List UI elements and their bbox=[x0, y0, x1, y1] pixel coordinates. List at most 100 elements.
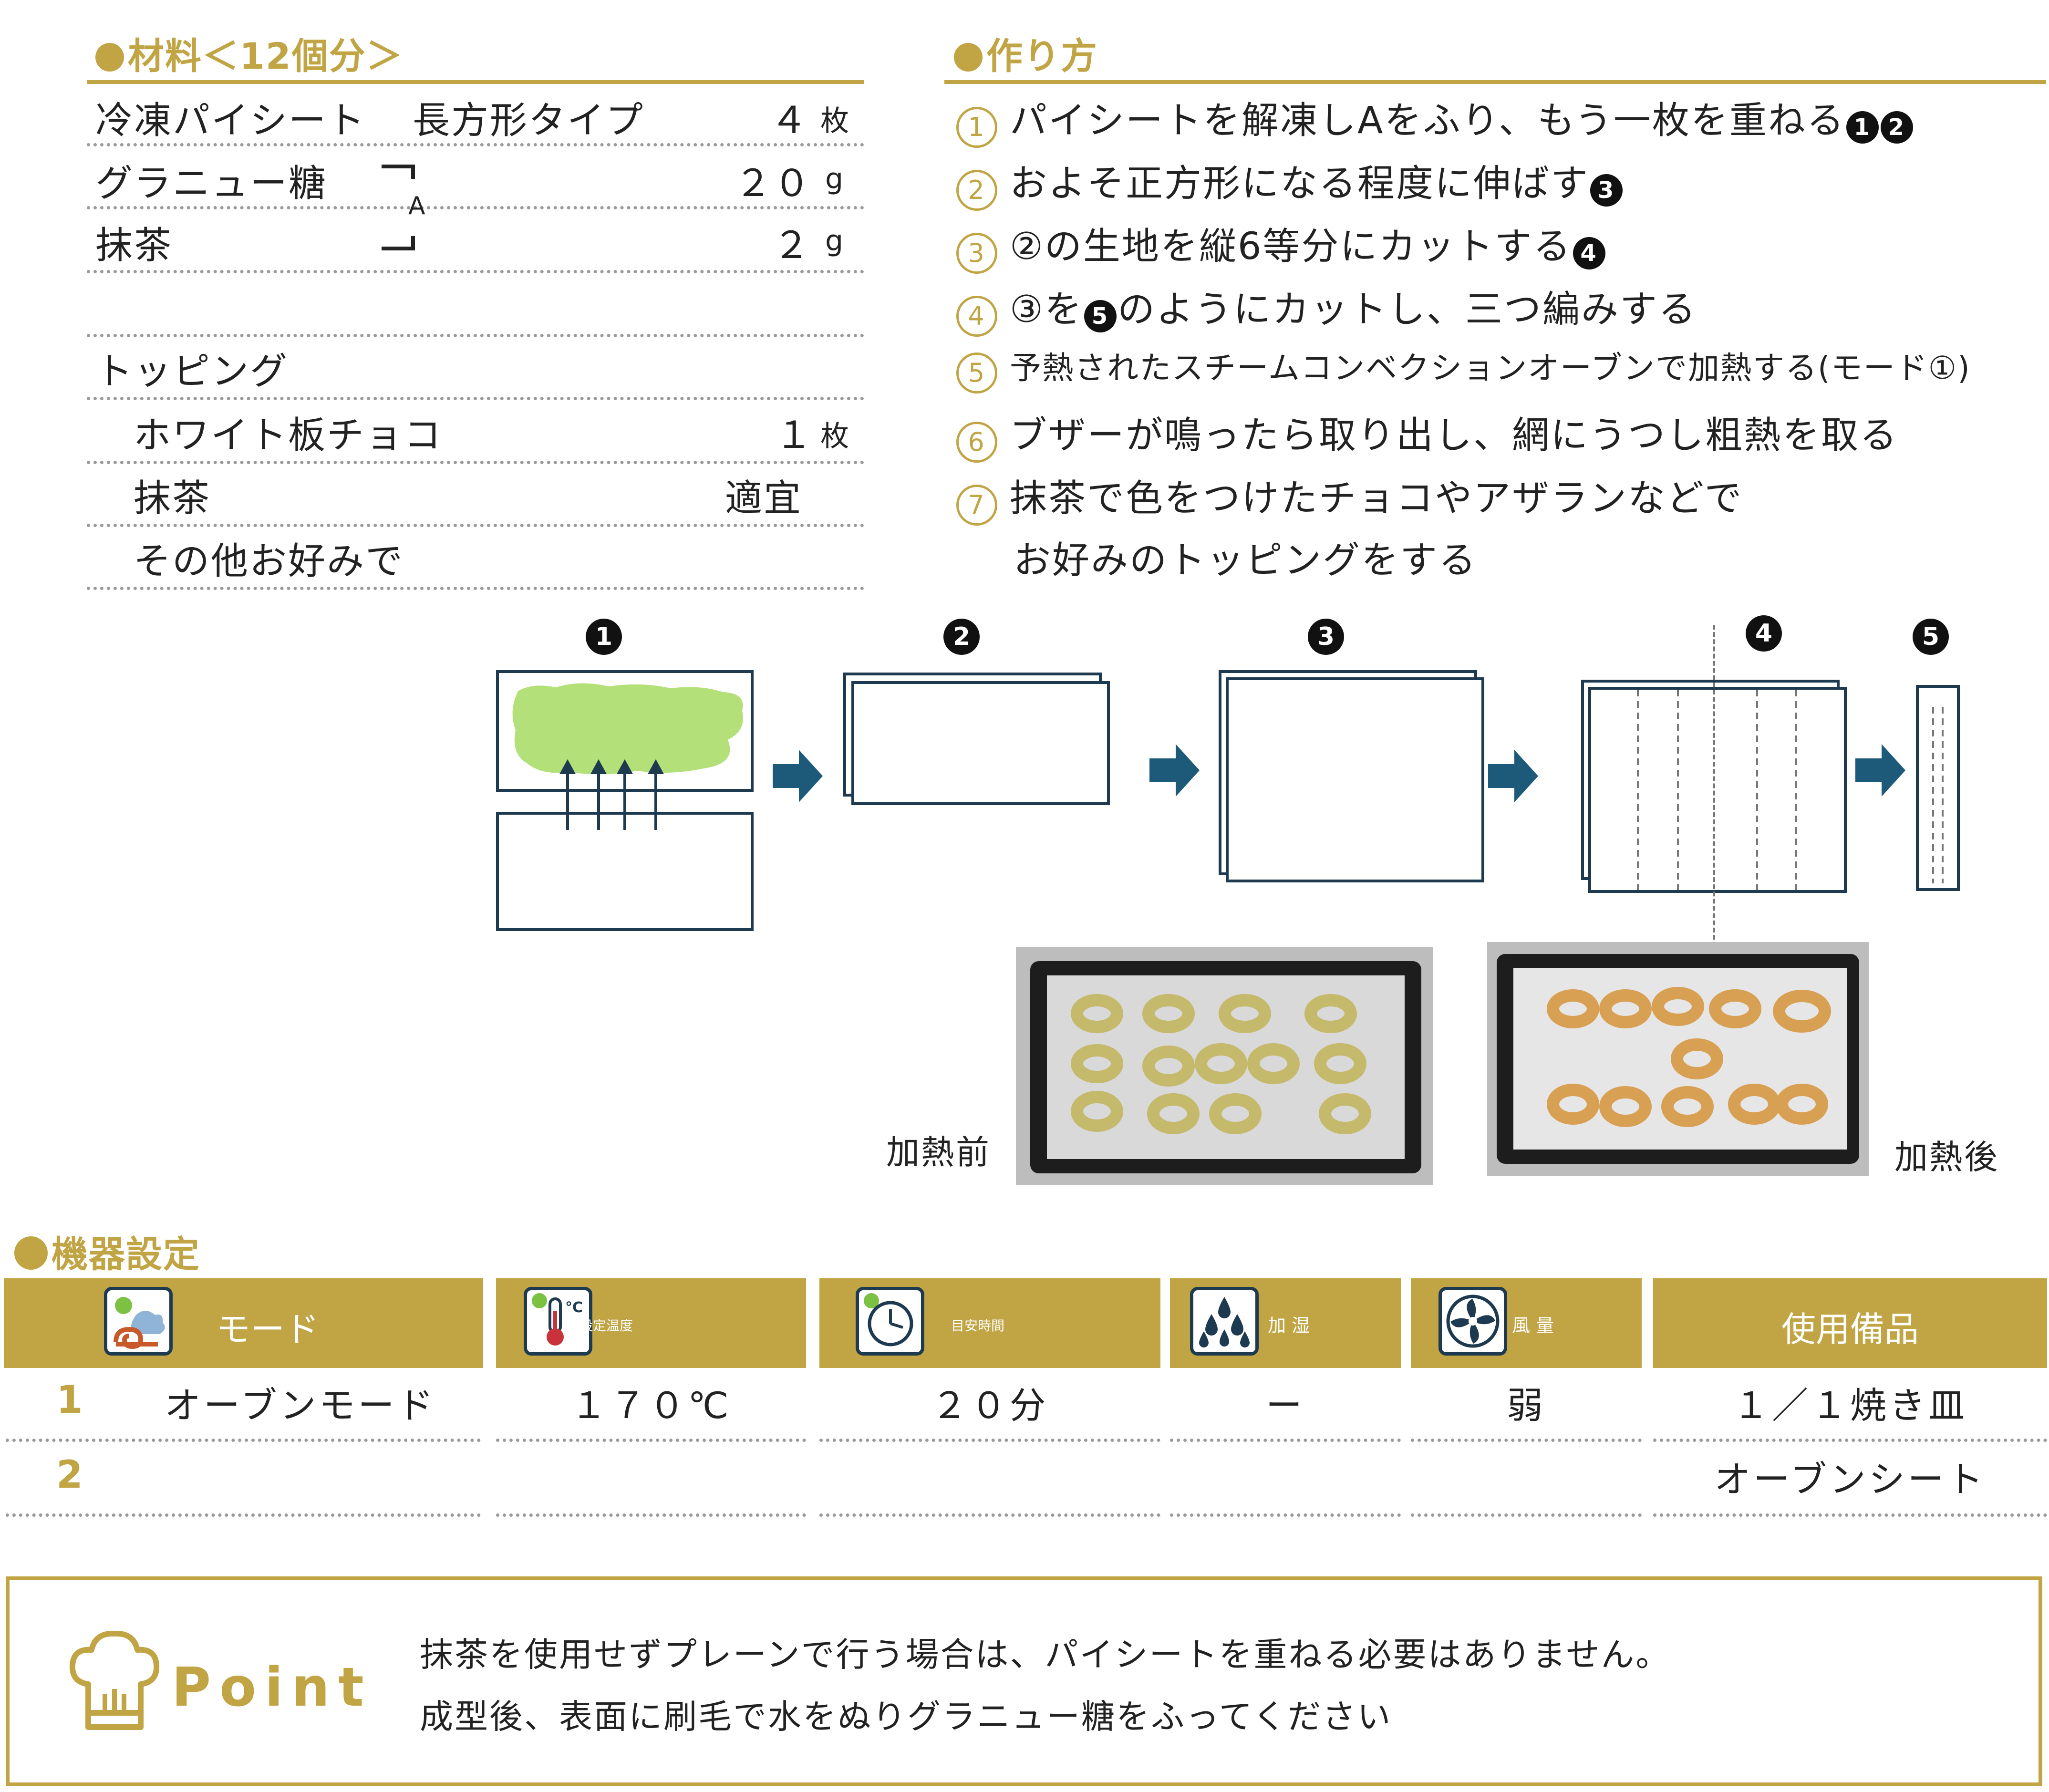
square-sheet-front bbox=[1226, 677, 1484, 882]
cut-sheet-front bbox=[1588, 687, 1847, 893]
row-divider bbox=[87, 206, 864, 209]
water-drops-icon bbox=[1190, 1287, 1259, 1356]
svg-text:°C: °C bbox=[565, 1299, 583, 1316]
header-time: 目安時間 bbox=[819, 1278, 1160, 1368]
header-fan: 風 量 bbox=[1411, 1278, 1642, 1368]
row-divider bbox=[1170, 1439, 1401, 1442]
row-divider bbox=[87, 270, 864, 273]
topping-qty: １ bbox=[775, 414, 814, 457]
row-divider bbox=[496, 1513, 806, 1517]
header-items: 使用備品 bbox=[1653, 1278, 2047, 1368]
method-step-7-cont: お好みのトッピングをする bbox=[1014, 539, 1478, 582]
bullet-dot-icon bbox=[95, 43, 124, 72]
header-mode-label: モード bbox=[216, 1309, 320, 1349]
thermometer-icon: °C bbox=[524, 1287, 592, 1356]
topping-unit: 枚 bbox=[820, 420, 850, 453]
row-divider bbox=[6, 1513, 481, 1517]
row-divider bbox=[87, 461, 864, 464]
ingredient-name: グラニュー糖 bbox=[95, 162, 328, 205]
ingredient-note: 長方形タイプ bbox=[413, 99, 645, 142]
next-arrow-icon bbox=[1855, 744, 1905, 797]
photo-before-baking bbox=[1016, 947, 1433, 1185]
ingredient-unit: g bbox=[825, 224, 845, 258]
row-divider bbox=[87, 143, 864, 146]
step-ref-badge: 4 bbox=[1573, 237, 1605, 269]
topping-name: 抹茶 bbox=[134, 477, 211, 520]
row-divider bbox=[819, 1439, 1160, 1442]
method-title-rule bbox=[944, 80, 2046, 84]
step-number: 4 bbox=[956, 296, 997, 337]
header-temp: °C 設定温度 bbox=[496, 1278, 806, 1368]
step-number: 5 bbox=[956, 352, 997, 394]
ingredients-title-rule bbox=[87, 80, 864, 84]
point-label: Point bbox=[172, 1657, 373, 1719]
photo-after-baking bbox=[1487, 942, 1869, 1176]
strip-panel bbox=[1916, 685, 1960, 891]
diagram-label-3: 3 bbox=[1308, 619, 1344, 655]
next-arrow-icon bbox=[773, 750, 823, 802]
step-number: 6 bbox=[956, 422, 997, 463]
diagram-label-2: 2 bbox=[943, 619, 980, 655]
diagram-label-5: 5 bbox=[1913, 619, 1949, 655]
photo-after-caption: 加熱後 bbox=[1894, 1138, 1999, 1177]
mode-icon bbox=[104, 1287, 173, 1356]
row-divider bbox=[87, 334, 864, 337]
cell-fan: 弱 bbox=[1507, 1384, 1546, 1427]
step-ref-badge: 3 bbox=[1590, 174, 1623, 207]
topping-name: ホワイト板チョコ bbox=[134, 414, 443, 457]
point-line-2: 成型後、表面に刷毛で水をぬりグラニュー糖をふってください bbox=[420, 1697, 1392, 1736]
cell-items: １／１焼き皿 bbox=[1733, 1384, 1967, 1427]
cut-lines-icon bbox=[1637, 690, 1797, 890]
step-number: 2 bbox=[956, 170, 997, 211]
point-box: Point 抹茶を使用せずプレーンで行う場合は、パイシートを重ねる必要はありませ… bbox=[6, 1576, 2042, 1786]
step-ref-badge: 2 bbox=[1880, 111, 1913, 144]
ingredient-name: 冷凍パイシート bbox=[95, 99, 366, 142]
bullet-dot-icon bbox=[14, 1236, 48, 1270]
row-divider bbox=[6, 1439, 481, 1442]
ingredient-unit: g bbox=[825, 162, 845, 196]
header-time-label: 目安時間 bbox=[951, 1318, 1005, 1334]
clock-icon bbox=[856, 1287, 924, 1356]
sheet-bottom-panel bbox=[496, 812, 754, 931]
row-number: 1 bbox=[56, 1378, 83, 1422]
row-divider bbox=[87, 524, 864, 527]
diagram-label-1: 1 bbox=[586, 619, 622, 655]
cell-humidity: ー bbox=[1266, 1384, 1305, 1427]
group-label: A bbox=[408, 192, 427, 220]
chef-hat-icon bbox=[69, 1630, 160, 1730]
topping-name: その他お好みで bbox=[134, 540, 404, 583]
upward-arrows-icon bbox=[559, 759, 664, 830]
baking-tray-after-icon bbox=[1497, 954, 1859, 1164]
header-items-label: 使用備品 bbox=[1781, 1309, 1919, 1349]
ingredient-qty: ２０ bbox=[735, 162, 812, 205]
step-ref-badge: 1 bbox=[1846, 111, 1879, 144]
row-divider bbox=[1411, 1439, 1642, 1442]
header-humidity-label: 加 湿 bbox=[1268, 1315, 1310, 1336]
topping-title: トッピング bbox=[95, 350, 289, 393]
step-number: 3 bbox=[956, 233, 997, 274]
row-divider bbox=[819, 1513, 1160, 1517]
cell-temp: １７０℃ bbox=[570, 1384, 732, 1427]
row-divider bbox=[1411, 1513, 1642, 1517]
step-ref-badge: 5 bbox=[1084, 300, 1117, 332]
cell-items: オーブンシート bbox=[1714, 1458, 1986, 1501]
diagram-label-4: 4 bbox=[1746, 615, 1782, 652]
group-bracket bbox=[382, 165, 415, 250]
ingredient-name: 抹茶 bbox=[95, 224, 173, 267]
matcha-sugar-area-icon bbox=[512, 683, 743, 775]
row-divider bbox=[1653, 1513, 2047, 1517]
baking-tray-before-icon bbox=[1030, 961, 1421, 1173]
header-fan-label: 風 量 bbox=[1512, 1315, 1554, 1336]
cell-mode: オーブンモード bbox=[165, 1384, 436, 1427]
row-number: 2 bbox=[56, 1452, 83, 1497]
fan-icon bbox=[1438, 1287, 1507, 1356]
stacked-sheet-front bbox=[851, 681, 1110, 805]
point-line-1: 抹茶を使用せずプレーンで行う場合は、パイシートを重ねる必要はありません。 bbox=[420, 1635, 1671, 1674]
header-temp-label: 設定温度 bbox=[580, 1318, 633, 1334]
ingredient-unit: 枚 bbox=[820, 104, 850, 138]
